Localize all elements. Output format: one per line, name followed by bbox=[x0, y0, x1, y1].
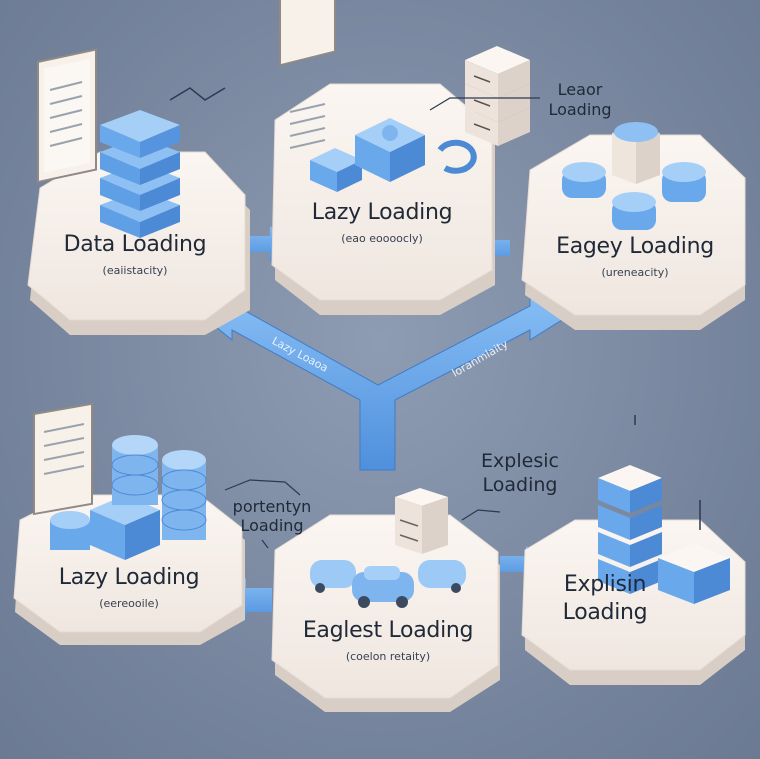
database-cylinders-icon bbox=[50, 435, 207, 560]
platform-eager-bottom bbox=[271, 514, 499, 699]
clipboard-icon bbox=[37, 48, 97, 184]
node-title-explicit-line1: Explisin bbox=[563, 572, 647, 597]
node-title-data-loading: Data Loading bbox=[63, 232, 207, 257]
floating-label-portenty: portentyn bbox=[232, 497, 312, 516]
platform-lazy-top bbox=[271, 83, 493, 301]
node-title-explicit-line2: Loading bbox=[562, 600, 648, 625]
stacked-blocks-icon bbox=[100, 110, 180, 238]
node-subtitle-eager-top: (ureneacity) bbox=[601, 266, 669, 279]
box-icon bbox=[395, 488, 448, 554]
floating-label-portenty-loading: Loading bbox=[240, 516, 304, 535]
node-title-eager-bottom: Eaglest Loading bbox=[302, 618, 474, 643]
node-subtitle-data-loading: (eaiistacity) bbox=[102, 264, 168, 277]
floating-label-leaor: Leaor bbox=[557, 80, 603, 99]
clipboard-icon-bottom bbox=[33, 402, 93, 516]
dotted-connector-icon bbox=[224, 479, 301, 549]
node-title-lazy-top: Lazy Loading bbox=[311, 200, 453, 225]
floating-label-leaor-loading: Loading bbox=[548, 100, 612, 119]
antenna-icon bbox=[634, 415, 701, 530]
document-icon bbox=[279, 0, 336, 149]
node-subtitle-lazy-top: (eao eoooocly) bbox=[341, 232, 423, 245]
connector-line-icon bbox=[429, 97, 540, 111]
eager-blocks-icon bbox=[562, 122, 706, 230]
refresh-icon bbox=[437, 139, 477, 174]
node-subtitle-lazy-bottom: (eereooile) bbox=[99, 597, 159, 610]
node-title-eager-top: Eagey Loading bbox=[556, 234, 714, 259]
floating-label-explesic: Explesic bbox=[481, 450, 559, 472]
car-icons bbox=[310, 560, 466, 608]
squiggle-icon bbox=[169, 87, 226, 101]
central-y-arrow bbox=[204, 295, 566, 471]
node-title-lazy-bottom: Lazy Loading bbox=[58, 565, 200, 590]
node-subtitle-eager-bottom: (coelon retaity) bbox=[345, 650, 431, 663]
pointer-line-icon bbox=[461, 509, 501, 521]
floating-label-explesic-loading: Loading bbox=[482, 474, 558, 496]
explicit-stack-icon bbox=[598, 465, 730, 604]
lazy-blocks-icon bbox=[310, 118, 425, 192]
server-stack-icon bbox=[465, 46, 530, 146]
